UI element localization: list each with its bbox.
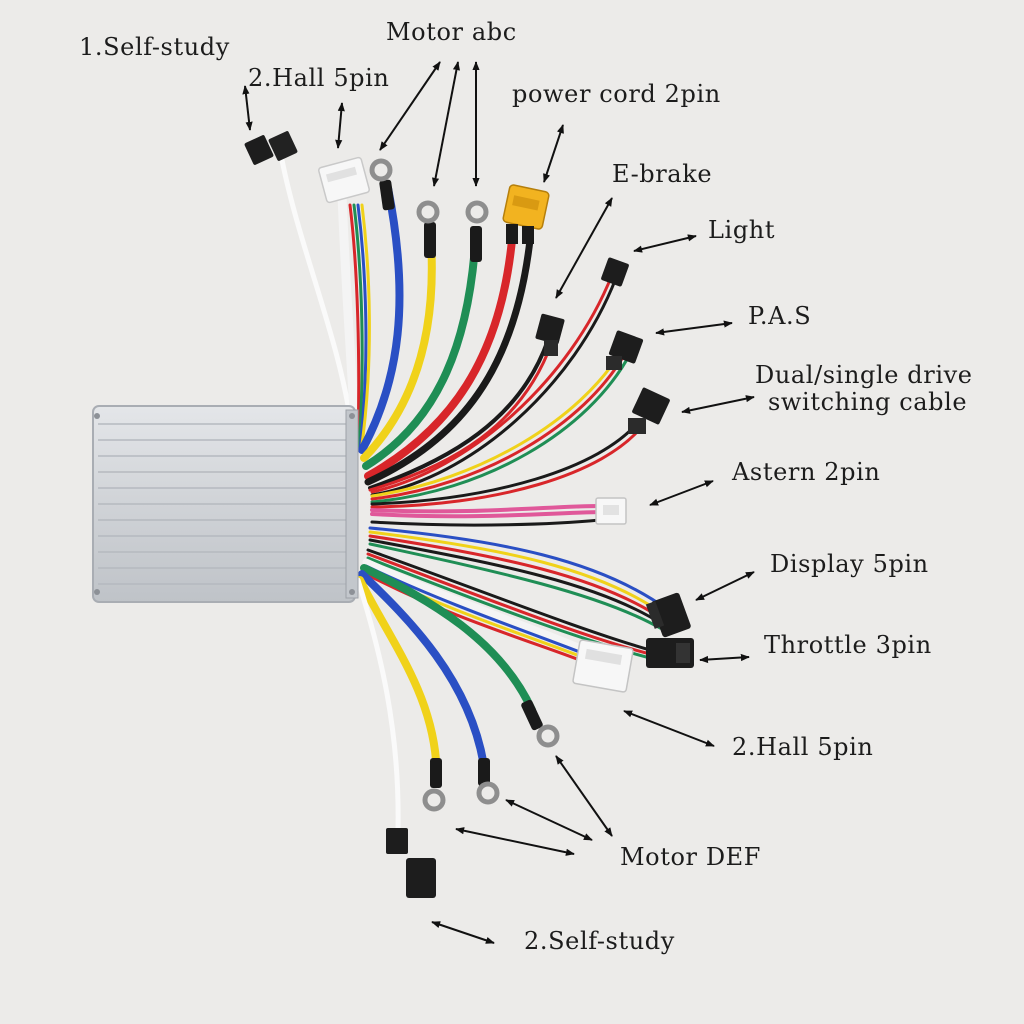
arrow-motor-a — [379, 61, 441, 151]
ebrake-wire — [368, 338, 550, 490]
motor-abc-terminals — [369, 158, 489, 262]
arrow-motor-d — [455, 827, 575, 856]
power-wire-black — [364, 236, 534, 486]
display-wire-bundle — [368, 526, 670, 612]
arrow-throttle — [699, 653, 750, 664]
throttle-connector — [646, 638, 694, 668]
label-light: Light — [708, 216, 776, 244]
arrow-ebrake — [555, 197, 613, 299]
controller-box — [92, 405, 359, 603]
pas-wire — [370, 348, 624, 498]
arrow-motor-e — [505, 799, 593, 841]
label-motor-def: Motor DEF — [620, 843, 762, 871]
hall-connector-top — [318, 156, 370, 204]
self-study-connector-top — [244, 131, 298, 165]
arrow-light — [633, 234, 697, 253]
motor-e-wire-blue — [358, 570, 488, 770]
motor-a-wire-blue — [358, 184, 404, 454]
wire-harness — [279, 157, 670, 833]
label-self-study-1: 1.Self-study — [79, 33, 230, 61]
throttle-wire — [366, 548, 652, 652]
dual-drive-connector — [628, 387, 670, 434]
arrow-hall-top — [335, 102, 345, 149]
label-dual-single-line1: Dual/single drive — [755, 361, 973, 389]
label-self-study-2: 2.Self-study — [524, 927, 675, 955]
motor-b-wire-yellow — [360, 224, 436, 462]
arrow-power — [543, 124, 564, 183]
ebrake-connector — [535, 313, 565, 356]
arrow-astern — [649, 480, 714, 506]
label-dual-single-line2: switching cable — [768, 388, 968, 416]
self-study-wire-bottom — [355, 577, 401, 833]
hall-connector-bottom — [572, 639, 634, 693]
label-motor-abc: Motor abc — [386, 18, 517, 46]
pas-connector — [606, 330, 644, 370]
label-hall-5pin-top: 2.Hall 5pin — [248, 64, 390, 92]
arrow-self-study-1 — [242, 85, 253, 131]
label-display: Display 5pin — [770, 550, 929, 578]
arrow-self-study-2 — [431, 921, 495, 944]
motor-d-wire-yellow — [356, 576, 440, 764]
dual-drive-wire — [370, 418, 642, 506]
light-connector — [601, 257, 629, 287]
astern-connector — [595, 497, 627, 525]
connectors — [244, 131, 694, 898]
light-wire — [370, 273, 614, 494]
arrow-motor-f — [555, 755, 613, 837]
label-e-brake: E-brake — [612, 160, 713, 188]
label-astern: Astern 2pin — [732, 458, 881, 486]
label-power-cord: power cord 2pin — [512, 80, 721, 108]
arrow-motor-b — [432, 61, 460, 187]
motor-f-wire-green — [360, 564, 536, 714]
callout-arrows — [242, 61, 755, 944]
label-hall-5pin-bottom: 2.Hall 5pin — [732, 733, 874, 761]
power-connector-xt60 — [502, 184, 550, 244]
arrow-dual-drive — [681, 395, 755, 414]
label-throttle: Throttle 3pin — [764, 631, 932, 659]
arrow-display — [695, 571, 755, 601]
self-study-wire-top — [279, 157, 355, 433]
hall-wire-bundle-bottom — [362, 558, 594, 656]
display-connector — [645, 592, 691, 638]
label-dual-single-drive: Dual/single drive switching cable — [755, 362, 973, 416]
arrow-pas — [655, 320, 733, 336]
self-study-connector-bottom — [386, 828, 436, 898]
motor-def-terminals — [422, 699, 560, 812]
motor-c-wire-green — [362, 228, 480, 470]
hall-wire-bundle-top — [337, 190, 361, 445]
label-pas: P.A.S — [748, 302, 812, 330]
arrow-hall-bottom — [623, 710, 715, 747]
power-wire-red — [364, 236, 516, 480]
astern-wire — [370, 503, 608, 514]
